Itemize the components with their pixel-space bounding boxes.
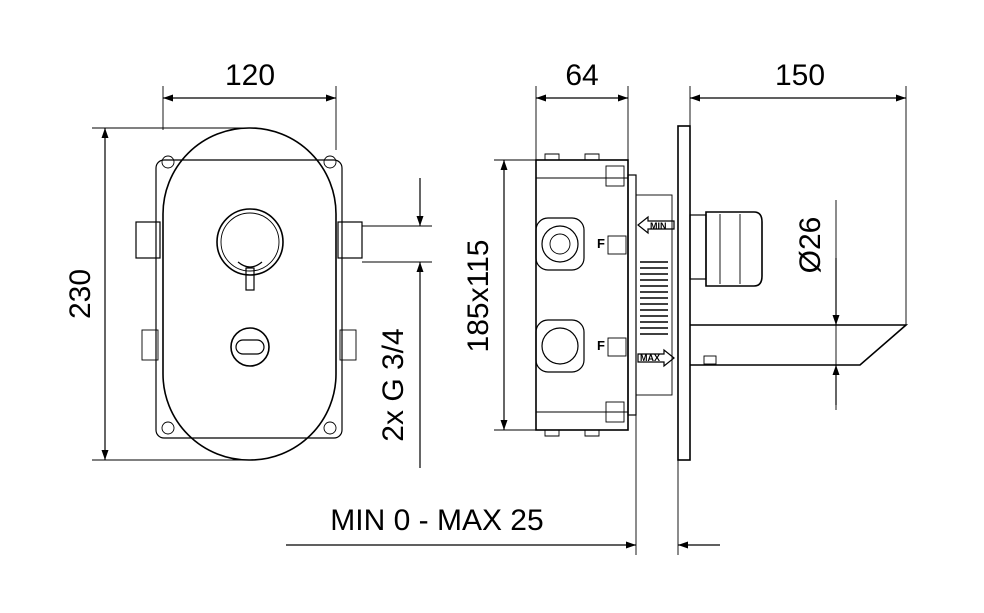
- dim-front-width: 120: [225, 59, 275, 92]
- screw-top-left: [161, 155, 175, 169]
- front-lug-left: [135, 221, 161, 259]
- dim-body-depth: 64: [565, 59, 598, 92]
- front-handle-lever: [237, 261, 263, 268]
- dimension-box: 185x115: [462, 159, 536, 431]
- dimension-connection: 2x G 3/4: [362, 178, 432, 468]
- side-box-body: [535, 159, 629, 431]
- front-lug-right: [337, 221, 363, 259]
- side-handle-base: [689, 214, 707, 280]
- front-handle-outer: [216, 208, 284, 276]
- front-view: [135, 127, 363, 461]
- max-arrow: [637, 348, 675, 368]
- side-f-bracket-top: [607, 235, 627, 255]
- side-scale-hatch: [640, 261, 668, 335]
- dim-front-height: 230: [64, 269, 97, 319]
- dimension-spout: 150: [689, 59, 907, 325]
- dimension-height: 230: [64, 127, 250, 461]
- side-view: F F MIN MAX: [535, 125, 909, 461]
- side-wall-plate: [677, 125, 691, 461]
- dimension-diameter: Ø26: [794, 200, 840, 410]
- front-clip-left: [141, 329, 159, 361]
- front-diverter-slot: [235, 339, 265, 355]
- side-spout: [690, 324, 909, 366]
- dimension-width: 120: [162, 59, 337, 150]
- dim-handle-diameter: Ø26: [794, 217, 827, 274]
- side-depth-strip: [627, 174, 637, 416]
- min-arrow: [637, 215, 675, 235]
- label-f-bottom: F: [597, 338, 605, 353]
- side-box-tab-top: [605, 165, 625, 187]
- side-box-tab-bottom: [605, 401, 625, 423]
- front-clip-right: [339, 329, 357, 361]
- label-f-top: F: [597, 236, 605, 251]
- dim-pipe-connection: 2x G 3/4: [377, 328, 410, 441]
- dimension-wall-range: MIN 0 - MAX 25: [286, 400, 720, 555]
- front-diverter: [230, 327, 270, 367]
- side-port-top: [535, 217, 585, 271]
- dim-box-size: 185x115: [462, 240, 495, 353]
- front-mounting-frame: [155, 159, 343, 439]
- front-handle-inner: [220, 212, 280, 272]
- screw-bottom-right: [323, 421, 337, 435]
- dim-wall-range: MIN 0 - MAX 25: [330, 504, 543, 537]
- front-cover-plate: [162, 127, 337, 461]
- dimension-depth: 64: [535, 59, 629, 160]
- front-handle-tab: [245, 267, 255, 291]
- side-spout-aerator: [703, 355, 717, 365]
- side-port-bottom: [535, 319, 585, 373]
- side-label-panel: [635, 194, 673, 396]
- label-min: MIN: [650, 221, 667, 231]
- screw-bottom-left: [161, 421, 175, 435]
- side-f-bracket-bottom: [607, 337, 627, 357]
- screw-top-right: [323, 155, 337, 169]
- label-max: MAX: [640, 353, 660, 363]
- side-handle: [705, 211, 763, 287]
- dim-spout-length: 150: [775, 59, 825, 92]
